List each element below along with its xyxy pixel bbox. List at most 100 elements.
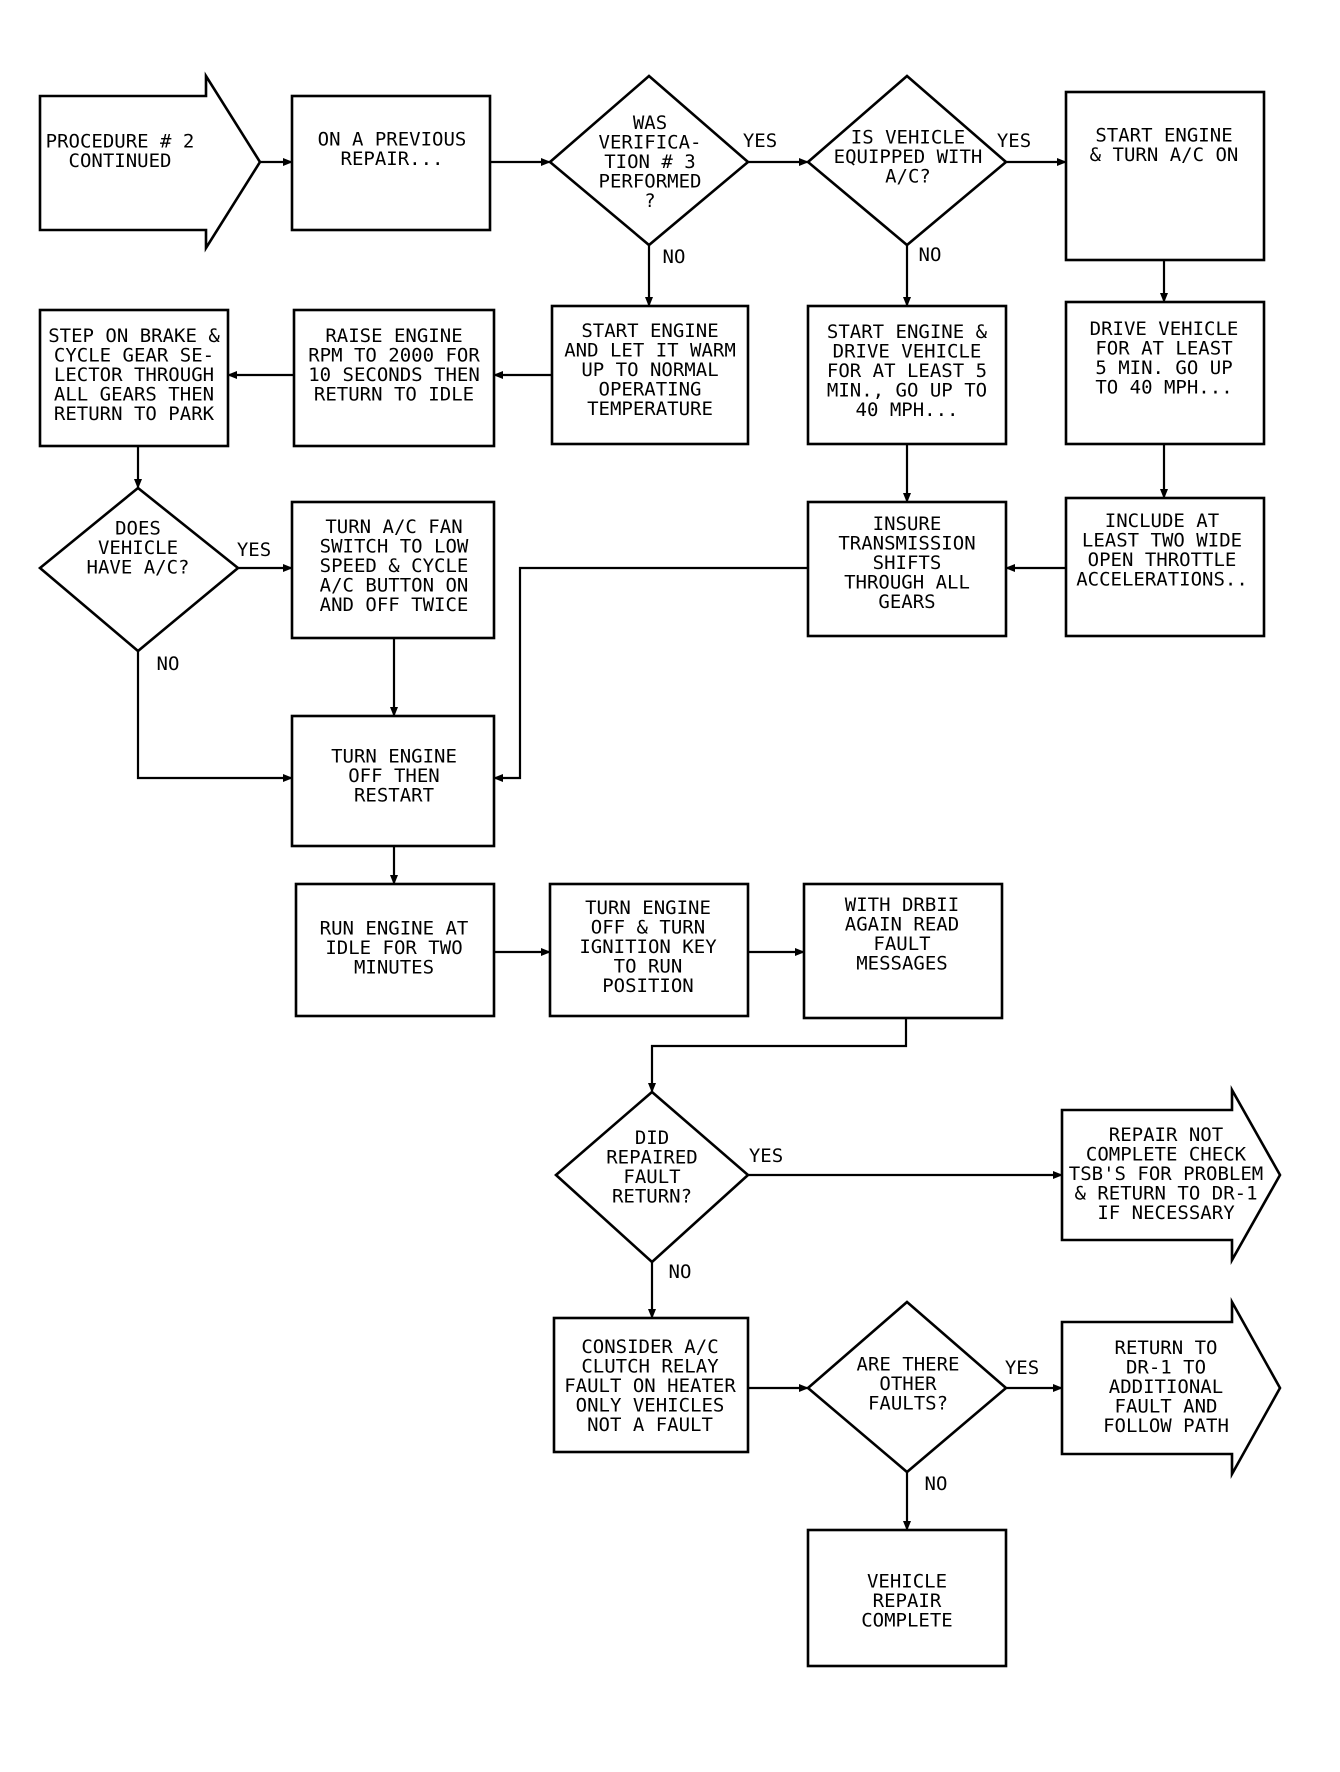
node-text-line: RPM TO 2000 FOR bbox=[308, 344, 480, 366]
node-text-line: TEMPERATURE bbox=[587, 398, 713, 420]
node-text-line: START ENGINE bbox=[581, 320, 718, 342]
node-text-line: CLUTCH RELAY bbox=[581, 1356, 719, 1378]
branch-labels: YES YES NO NO YES NO YES NO YES NO bbox=[157, 130, 1040, 1495]
node-text-line: ? bbox=[644, 190, 655, 212]
node-text-line: INSURE bbox=[873, 513, 942, 535]
label-yes-does: YES bbox=[237, 539, 271, 561]
node-text-line: HAVE A/C? bbox=[87, 557, 190, 579]
node-text-line: ARE THERE bbox=[857, 1354, 960, 1376]
node-text-line: RETURN TO PARK bbox=[54, 403, 215, 425]
conn-insure-turnoff bbox=[493, 566, 808, 782]
node-drbii-read bbox=[802, 882, 1004, 1020]
label-yes-other: YES bbox=[1005, 1357, 1039, 1379]
node-text-line: TION # 3 bbox=[604, 151, 696, 173]
node-text-line: FAULT ON HEATER bbox=[564, 1375, 736, 1397]
node-text-line: OPERATING bbox=[599, 379, 702, 401]
node-text-line: FAULT bbox=[873, 933, 930, 955]
node-text-line: FAULT bbox=[623, 1166, 680, 1188]
node-text-line: POSITION bbox=[602, 975, 694, 997]
node-text-line: IS VEHICLE bbox=[851, 127, 965, 149]
node-text-line: ADDITIONAL bbox=[1109, 1376, 1223, 1398]
node-text-line: TO 40 MPH... bbox=[1095, 376, 1232, 398]
node-text-line: & TURN A/C ON bbox=[1090, 144, 1239, 166]
label-no-other: NO bbox=[925, 1473, 948, 1495]
node-did-return bbox=[554, 1090, 750, 1264]
node-text-line: WITH DRBII bbox=[845, 894, 959, 916]
node-text-line: PROCEDURE # 2 bbox=[46, 130, 195, 152]
node-text-line: MINUTES bbox=[354, 957, 434, 979]
text-start-ac-on: START ENGINE& TURN A/C ON bbox=[1090, 124, 1239, 166]
node-text-line: AND OFF TWICE bbox=[320, 594, 469, 616]
node-text-line: FOR AT LEAST 5 bbox=[827, 360, 987, 382]
node-text-line: ON A PREVIOUS bbox=[318, 128, 467, 150]
node-turn-off-restart bbox=[290, 714, 496, 848]
node-text-line: MESSAGES bbox=[856, 952, 948, 974]
node-text-line: 10 SECONDS THEN bbox=[308, 364, 480, 386]
node-text-line: REPAIR... bbox=[341, 148, 444, 170]
node-text-line: THROUGH ALL bbox=[844, 572, 970, 594]
node-text-line: IDLE FOR TWO bbox=[325, 937, 462, 959]
node-start-drive bbox=[806, 304, 1008, 446]
node-text-line: A/C BUTTON ON bbox=[320, 575, 469, 597]
node-text-line: DOES bbox=[115, 518, 161, 540]
node-return-dr1 bbox=[1060, 1297, 1282, 1479]
label-yes-did: YES bbox=[749, 1145, 783, 1167]
node-text-line: A/C? bbox=[885, 166, 931, 188]
node-text-line: RETURN? bbox=[612, 1185, 692, 1207]
node-text-line: AND LET IT WARM bbox=[564, 340, 736, 362]
node-text-line: SHIFTS bbox=[873, 552, 942, 574]
node-text-line: SPEED & CYCLE bbox=[320, 555, 469, 577]
node-consider-relay bbox=[552, 1316, 750, 1454]
node-text-line: 40 MPH... bbox=[856, 399, 959, 421]
node-text-line: RETURN TO IDLE bbox=[314, 383, 474, 405]
node-text-line: DR-1 TO bbox=[1126, 1357, 1206, 1379]
node-step-brake bbox=[38, 308, 230, 448]
node-repair-not-complete bbox=[1060, 1085, 1282, 1265]
node-text-line: GEARS bbox=[878, 591, 935, 613]
node-text-line: FOR AT LEAST bbox=[1095, 337, 1232, 359]
node-text-line: RESTART bbox=[354, 785, 434, 807]
node-text-line: LEAST TWO WIDE bbox=[1082, 529, 1242, 551]
label-no-was: NO bbox=[663, 246, 686, 268]
node-include-wot bbox=[1064, 496, 1266, 638]
node-proc2 bbox=[38, 71, 262, 253]
node-text-line: WAS bbox=[633, 112, 667, 134]
node-complete bbox=[806, 1528, 1008, 1668]
label-no-does: NO bbox=[157, 653, 180, 675]
node-turn-fan bbox=[290, 500, 496, 640]
conn-does-turnoff bbox=[136, 651, 293, 782]
node-text-line: FAULTS? bbox=[868, 1393, 948, 1415]
text-step-brake: STEP ON BRAKE &CYCLE GEAR SE-LECTOR THRO… bbox=[48, 325, 220, 425]
node-text-line: ALL GEARS THEN bbox=[54, 384, 214, 406]
node-text-line: RUN ENGINE AT bbox=[320, 918, 469, 940]
node-text-line: COMPLETE bbox=[861, 1610, 953, 1632]
node-text-line: CYCLE GEAR SE- bbox=[54, 345, 214, 367]
node-prev-repair bbox=[290, 94, 492, 232]
node-text-line: OFF THEN bbox=[348, 765, 440, 787]
node-text-line: CONTINUED bbox=[69, 150, 172, 172]
node-text-line: PERFORMED bbox=[599, 171, 702, 193]
node-text-line: VERIFICA- bbox=[599, 132, 702, 154]
node-drive-vehicle bbox=[1064, 300, 1266, 446]
node-text-line: OFF & TURN bbox=[591, 917, 705, 939]
node-text-line: LECTOR THROUGH bbox=[54, 364, 214, 386]
connectors bbox=[134, 158, 1168, 1531]
node-turn-off-key bbox=[548, 882, 750, 1018]
node-text-line: TURN A/C FAN bbox=[325, 516, 462, 538]
